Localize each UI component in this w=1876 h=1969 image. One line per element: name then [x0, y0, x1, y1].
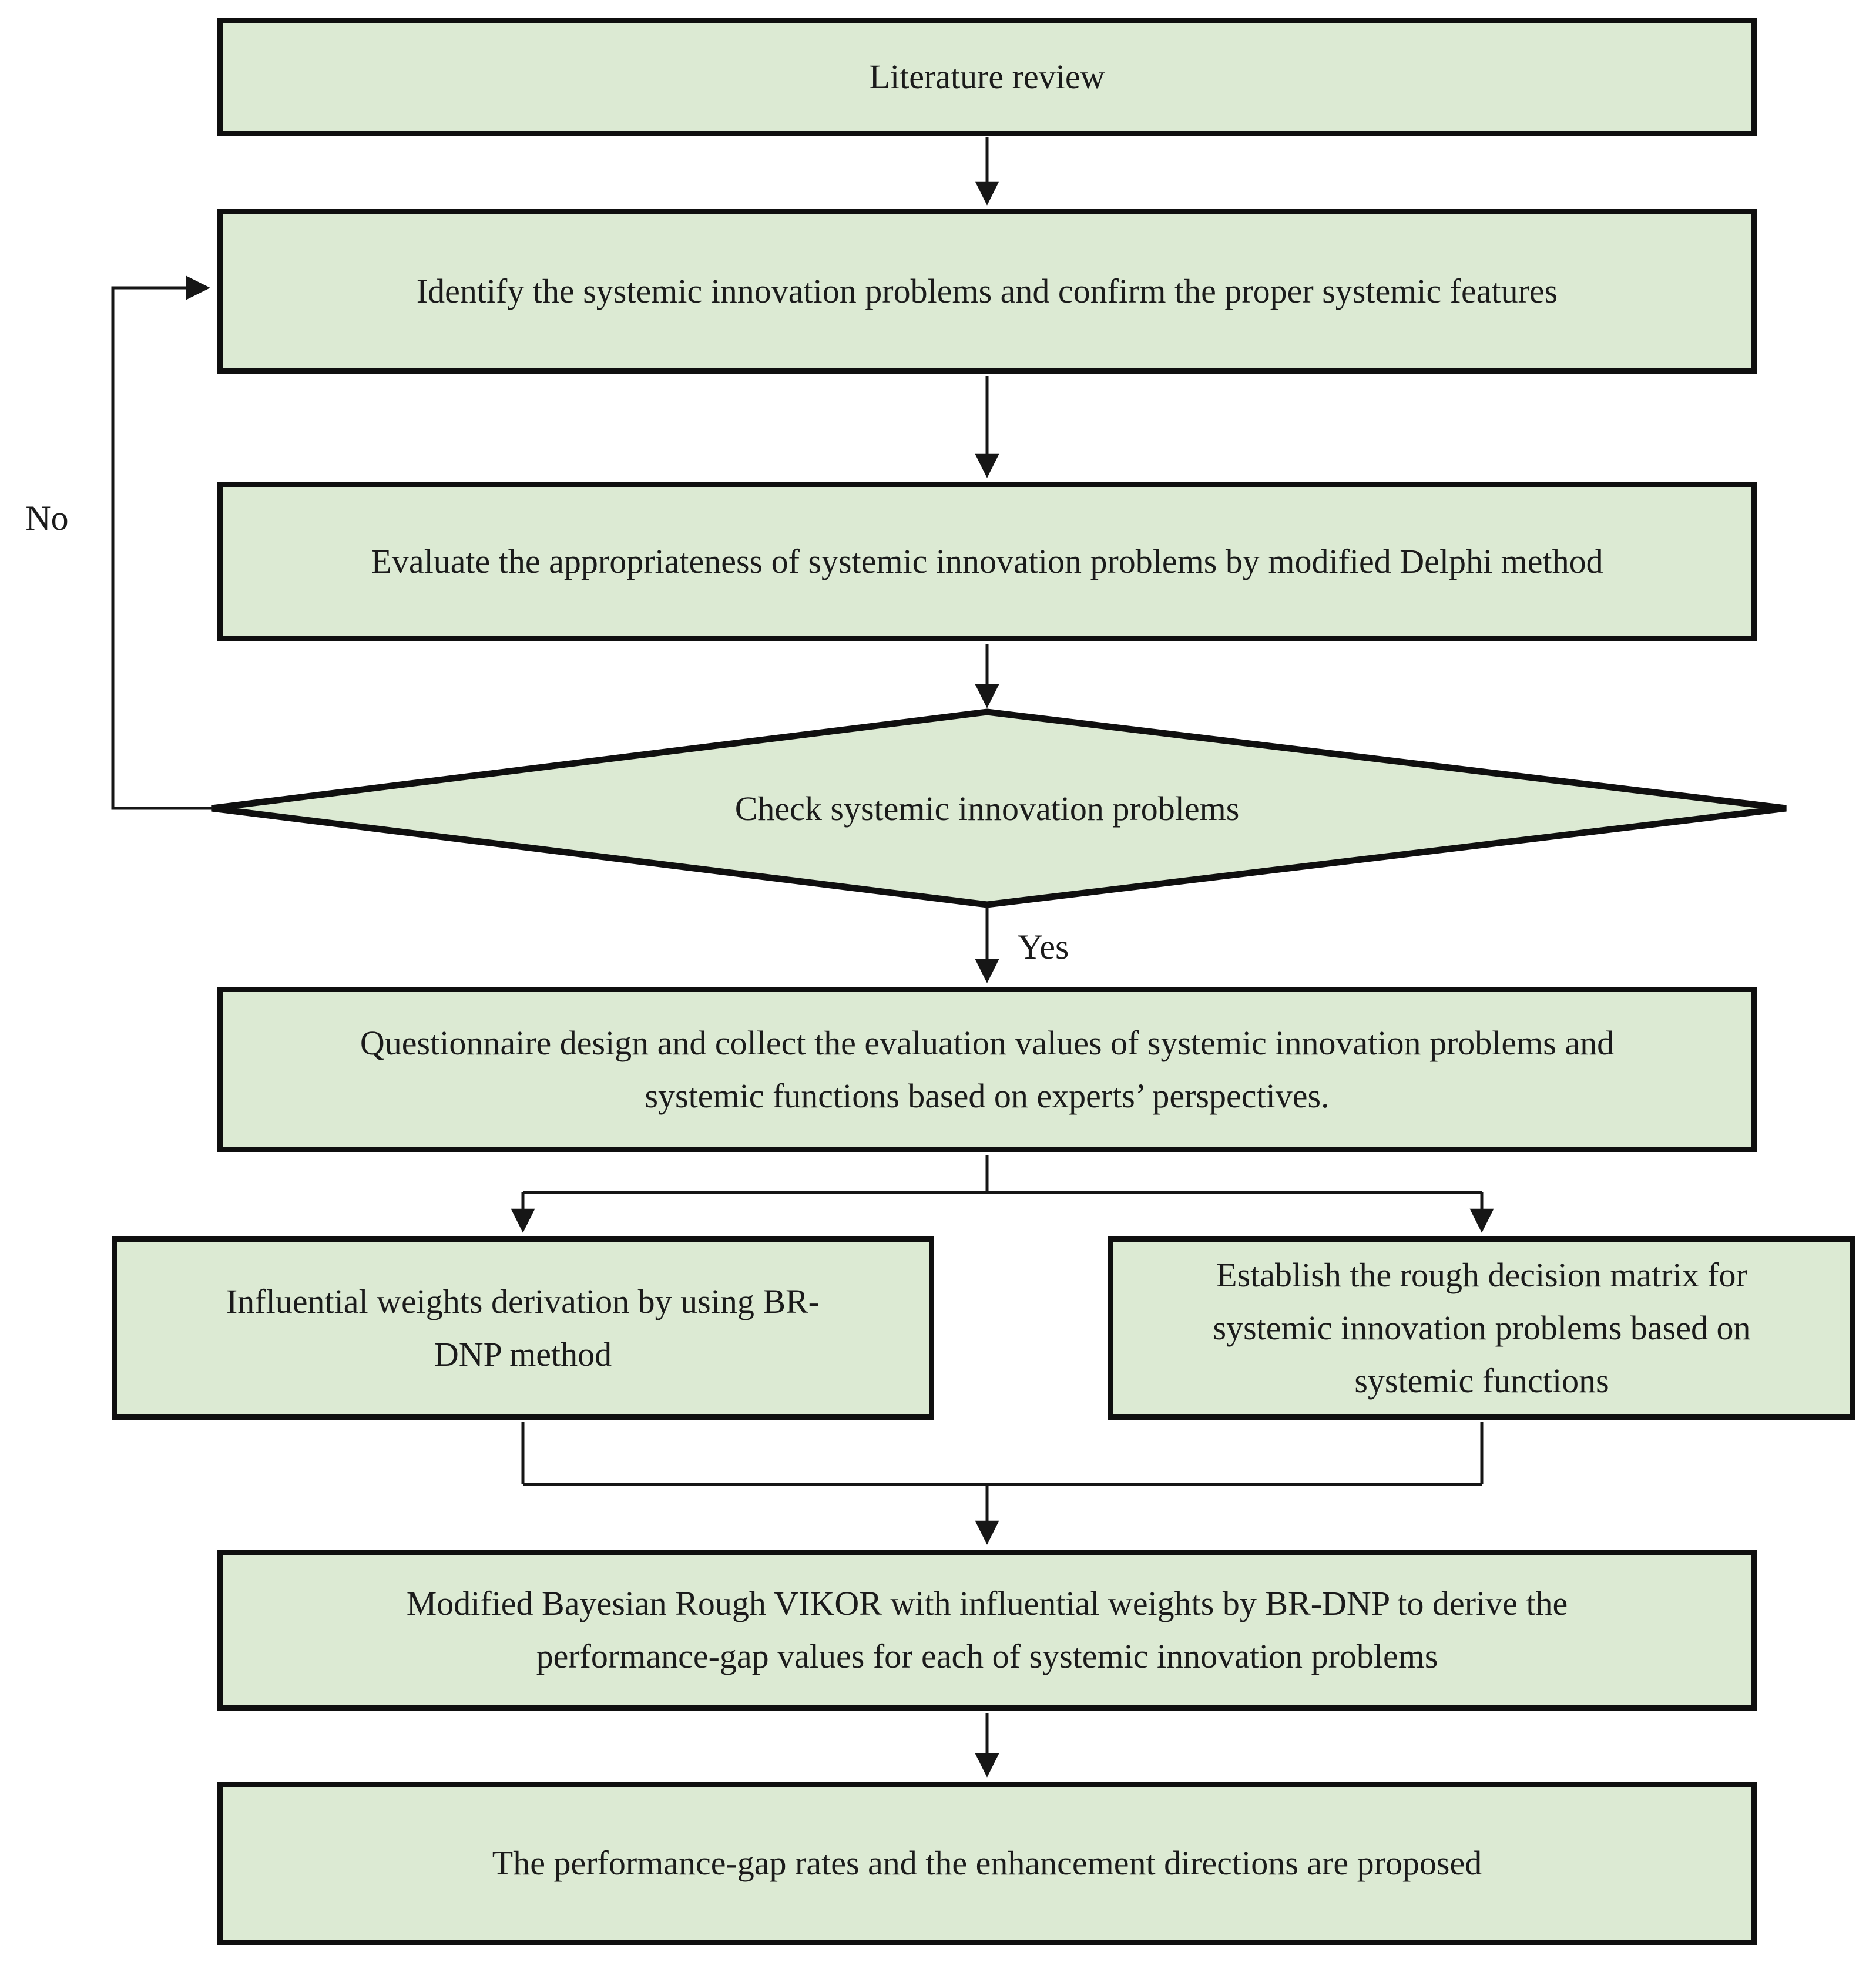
edge-label-no: No	[25, 499, 69, 537]
node-literature-review: Literature review	[217, 18, 1757, 136]
node-modified-vikor: Modified Bayesian Rough VIKOR with influ…	[217, 1550, 1757, 1711]
node-influential-weights-label: Influential weights derivation by using …	[226, 1282, 820, 1373]
node-evaluate-appropriateness-label: Evaluate the appropriateness of systemic…	[371, 542, 1603, 581]
node-check-decision: Check systemic innovation problems	[505, 781, 1469, 835]
node-evaluate-appropriateness: Evaluate the appropriateness of systemic…	[217, 482, 1757, 641]
node-influential-weights: Influential weights derivation by using …	[112, 1236, 934, 1420]
node-identify-problems: Identify the systemic innovation problem…	[217, 209, 1757, 374]
node-outcome-label: The performance-gap rates and the enhanc…	[492, 1844, 1482, 1883]
node-literature-review-label: Literature review	[869, 58, 1105, 96]
edge-label-yes: Yes	[1018, 928, 1069, 966]
node-modified-vikor-label: Modified Bayesian Rough VIKOR with influ…	[406, 1584, 1568, 1675]
node-check-decision-label: Check systemic innovation problems	[734, 789, 1240, 828]
node-outcome: The performance-gap rates and the enhanc…	[217, 1782, 1757, 1945]
no-feedback-loop	[111, 275, 213, 810]
decision-diamond-shape	[211, 708, 1787, 908]
node-identify-problems-label: Identify the systemic innovation problem…	[416, 272, 1558, 311]
node-questionnaire-design: Questionnaire design and collect the eva…	[217, 987, 1757, 1152]
node-questionnaire-design-label: Questionnaire design and collect the eva…	[360, 1024, 1615, 1115]
